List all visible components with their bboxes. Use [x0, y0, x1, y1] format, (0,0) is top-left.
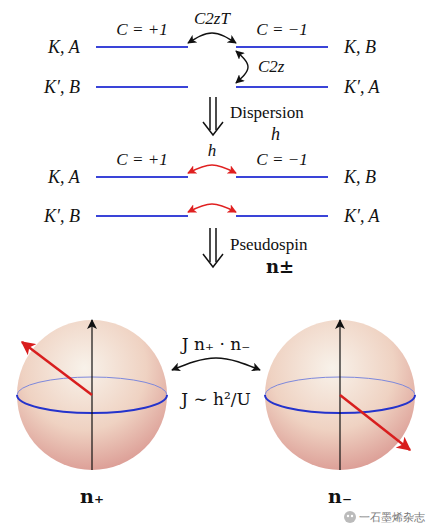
edge-label: J n₊ · n₋ [180, 334, 252, 354]
watermark-icon [344, 511, 356, 523]
band-level: K′, A [236, 188, 380, 228]
band-level: K, A C = +1 [48, 149, 188, 189]
implies-arrow [203, 228, 223, 267]
bloch-sphere-drawing [265, 320, 415, 470]
edge-label: C2z [256, 57, 286, 77]
pseudospin-label: n₋ [328, 485, 352, 507]
band-line [236, 176, 328, 178]
step-symbol: h [271, 124, 280, 145]
bloch-sphere-drawing [17, 320, 167, 470]
step-symbol: n± [266, 256, 294, 277]
edge-label: C2zT [192, 9, 232, 29]
hopping-arrow [188, 165, 236, 173]
edge-label: h [206, 141, 219, 161]
band-line [96, 46, 188, 48]
band-level: K, B C = −1 [236, 149, 377, 189]
symmetry-arrow [236, 51, 248, 83]
symmetry-arrow [172, 358, 260, 370]
chern-number: C = −1 [256, 150, 307, 170]
band-line [236, 86, 328, 88]
bloch-sphere: n₋ [260, 315, 420, 511]
band-level: K′, B [44, 188, 188, 228]
band-line [236, 46, 328, 48]
hopping-arrow [188, 204, 236, 212]
valley-sublattice-label: K′, B [44, 206, 80, 227]
pseudospin-label: n₊ [80, 485, 104, 507]
valley-sublattice-label: K′, A [344, 77, 380, 98]
step-label: Pseudospin [230, 235, 307, 255]
band-line [96, 176, 188, 178]
band-line [236, 215, 328, 217]
chern-number: C = −1 [256, 20, 307, 40]
watermark: 一石墨烯杂志 [359, 510, 425, 525]
valley-sublattice-label: K′, B [44, 77, 80, 98]
chern-number: C = +1 [116, 20, 167, 40]
valley-sublattice-label: K, A [48, 167, 80, 188]
band-line [96, 215, 188, 217]
coupling-formula: J ∼ h²/U [181, 389, 251, 409]
band-level: K′, B [44, 59, 188, 99]
band-level: K, B C = −1 [236, 19, 377, 59]
symmetry-arrow [188, 33, 236, 43]
bloch-sphere: n₊ [12, 315, 172, 511]
valley-sublattice-label: K′, A [344, 206, 380, 227]
band-level: K, A C = +1 [48, 19, 188, 59]
implies-arrow [203, 97, 223, 135]
valley-sublattice-label: K, B [344, 37, 376, 58]
band-line [96, 86, 188, 88]
chern-number: C = +1 [116, 150, 167, 170]
valley-sublattice-label: K, A [48, 37, 80, 58]
step-label: Dispersion [230, 103, 304, 123]
valley-sublattice-label: K, B [344, 167, 376, 188]
